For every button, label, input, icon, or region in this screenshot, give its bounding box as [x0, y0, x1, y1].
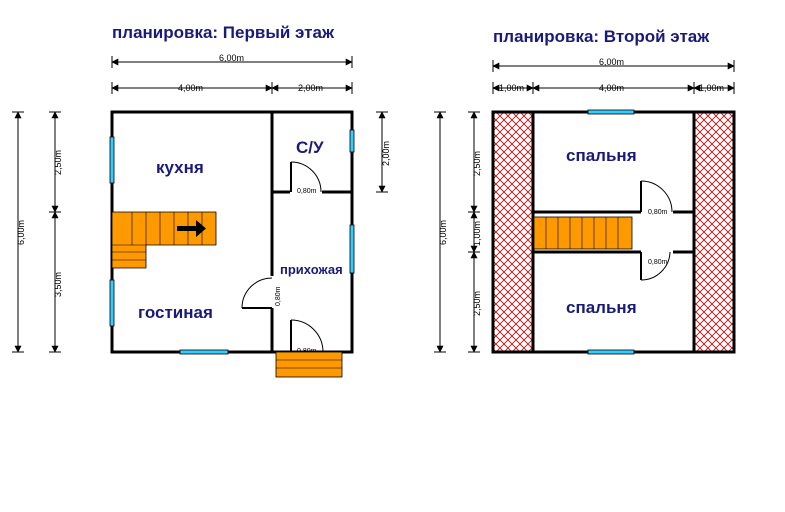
sf-door-bottom-label: 0,80m	[648, 259, 668, 266]
sf-dim-part-widths: 1,00m 4,00m 1,00m	[492, 82, 735, 94]
ff-dim-total-width: 6,00m	[111, 53, 353, 68]
ff-window-bath	[349, 129, 355, 153]
ff-dim-total-height: 6,00m	[12, 111, 26, 353]
sf-door-top-label: 0,80m	[648, 209, 668, 216]
sf-left-width-label: 1,00m	[499, 83, 524, 93]
sf-upper-height-label: 2,50m	[472, 151, 482, 176]
sf-interior-walls	[531, 112, 696, 352]
ff-staircase	[111, 211, 217, 269]
ff-window-living	[109, 279, 115, 327]
ff-right-width-label: 2,00m	[298, 83, 323, 93]
ff-interior-walls	[270, 112, 352, 352]
ff-stair-arrow-icon	[177, 220, 206, 237]
ff-porch-steps	[275, 351, 343, 378]
ff-door-living-label: 0,80m	[275, 286, 282, 306]
sf-middle-width-label: 4,00m	[599, 83, 624, 93]
second-floor-title: планировка: Второй этаж	[493, 27, 710, 46]
first-floor-plan: планировка: Первый этаж 6,00m 4,00m 2,00…	[12, 23, 391, 378]
ff-left-width-label: 4,00m	[178, 83, 203, 93]
ff-dim-part-widths: 4,00m 2,00m	[111, 82, 353, 94]
ff-windows	[109, 129, 355, 355]
sf-total-width-label: 6,00m	[599, 57, 624, 67]
ff-room-kitchen: кухня	[156, 158, 204, 177]
sf-dim-total-height: 6,00m	[434, 111, 448, 353]
ff-upper-height-label: 2,50m	[53, 150, 63, 175]
sf-window-bottom	[587, 349, 635, 355]
sf-middle-height-label: 1,00m	[472, 221, 482, 246]
sf-staircase	[533, 216, 633, 250]
ff-door-entrance: 0,80m	[290, 319, 324, 355]
sf-dim-part-heights: 2,50m 1,00m 2,50m	[468, 111, 482, 353]
second-floor-plan: планировка: Второй этаж 6,00m 1,00m 4,00…	[434, 27, 736, 355]
ff-room-bathroom: С/У	[296, 138, 324, 157]
sf-room-bedroom-bottom: спальня	[566, 298, 637, 317]
sf-hatch-left	[493, 112, 533, 352]
ff-window-hall	[349, 224, 355, 274]
ff-window-bottom	[179, 349, 229, 355]
ff-dim-part-heights: 2,50m 3,50m	[49, 111, 63, 353]
ff-door-entrance-label: 0,80m	[297, 348, 317, 355]
sf-window-top	[587, 109, 635, 115]
sf-total-height-label: 6,00m	[438, 220, 448, 245]
sf-windows	[587, 109, 635, 355]
first-floor-title: планировка: Первый этаж	[112, 23, 335, 42]
sf-right-width-label: 1,00m	[699, 83, 724, 93]
ff-lower-height-label: 3,50m	[53, 272, 63, 297]
sf-hatch-right	[694, 112, 734, 352]
sf-door-top: 0,80m	[640, 180, 673, 216]
ff-door-bath-label: 0,80m	[297, 188, 317, 195]
ff-room-living: гостиная	[138, 303, 213, 322]
ff-dim-bath-height: 2,00m	[376, 111, 391, 193]
sf-dim-total-width: 6,00m	[492, 57, 735, 72]
sf-lower-height-label: 2,50m	[472, 291, 482, 316]
ff-bath-height-label: 2,00m	[381, 141, 391, 166]
ff-door-living: 0,80m	[241, 277, 282, 309]
sf-room-bedroom-top: спальня	[566, 146, 637, 165]
sf-door-bottom: 0,80m	[640, 251, 671, 281]
ff-window-kitchen	[109, 136, 115, 184]
ff-total-height-label: 6,00m	[16, 220, 26, 245]
ff-room-hall: прихожая	[280, 262, 343, 277]
ff-door-bath: 0,80m	[290, 161, 322, 195]
ff-total-width-label: 6,00m	[219, 53, 244, 63]
